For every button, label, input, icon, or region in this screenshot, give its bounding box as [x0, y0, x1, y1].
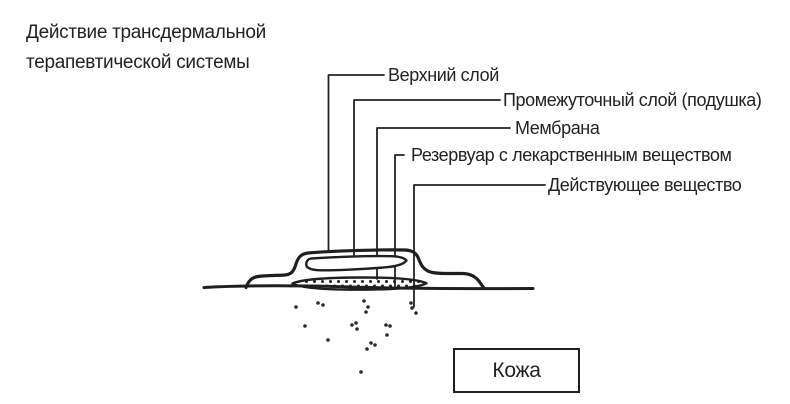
- leader-top-layer: [327, 74, 385, 253]
- drug-particles: [294, 299, 418, 374]
- diagram-title: Действие трансдермальной терапевтической…: [26, 22, 266, 73]
- patch-outer-outline: [244, 248, 486, 290]
- leader-lines: [327, 74, 546, 308]
- cushion-layer-shape: [305, 254, 408, 272]
- skin-box: Кожа: [453, 348, 580, 393]
- leader-active-substance: [413, 184, 546, 308]
- label-membrane: Мембрана: [515, 118, 600, 138]
- label-top-layer: Верхний слой: [388, 65, 499, 85]
- leader-membrane: [376, 127, 511, 280]
- leader-middle-layer: [353, 99, 501, 266]
- skin-box-label: Кожа: [492, 358, 541, 382]
- drug-reservoir-shape: [291, 276, 428, 291]
- label-reservoir: Резервуар с лекарственным веществом: [411, 145, 732, 165]
- leader-reservoir: [394, 154, 405, 287]
- label-active-substance: Действующее вещество: [548, 175, 742, 195]
- label-middle-layer: Промежуточный слой (подушка): [503, 90, 762, 110]
